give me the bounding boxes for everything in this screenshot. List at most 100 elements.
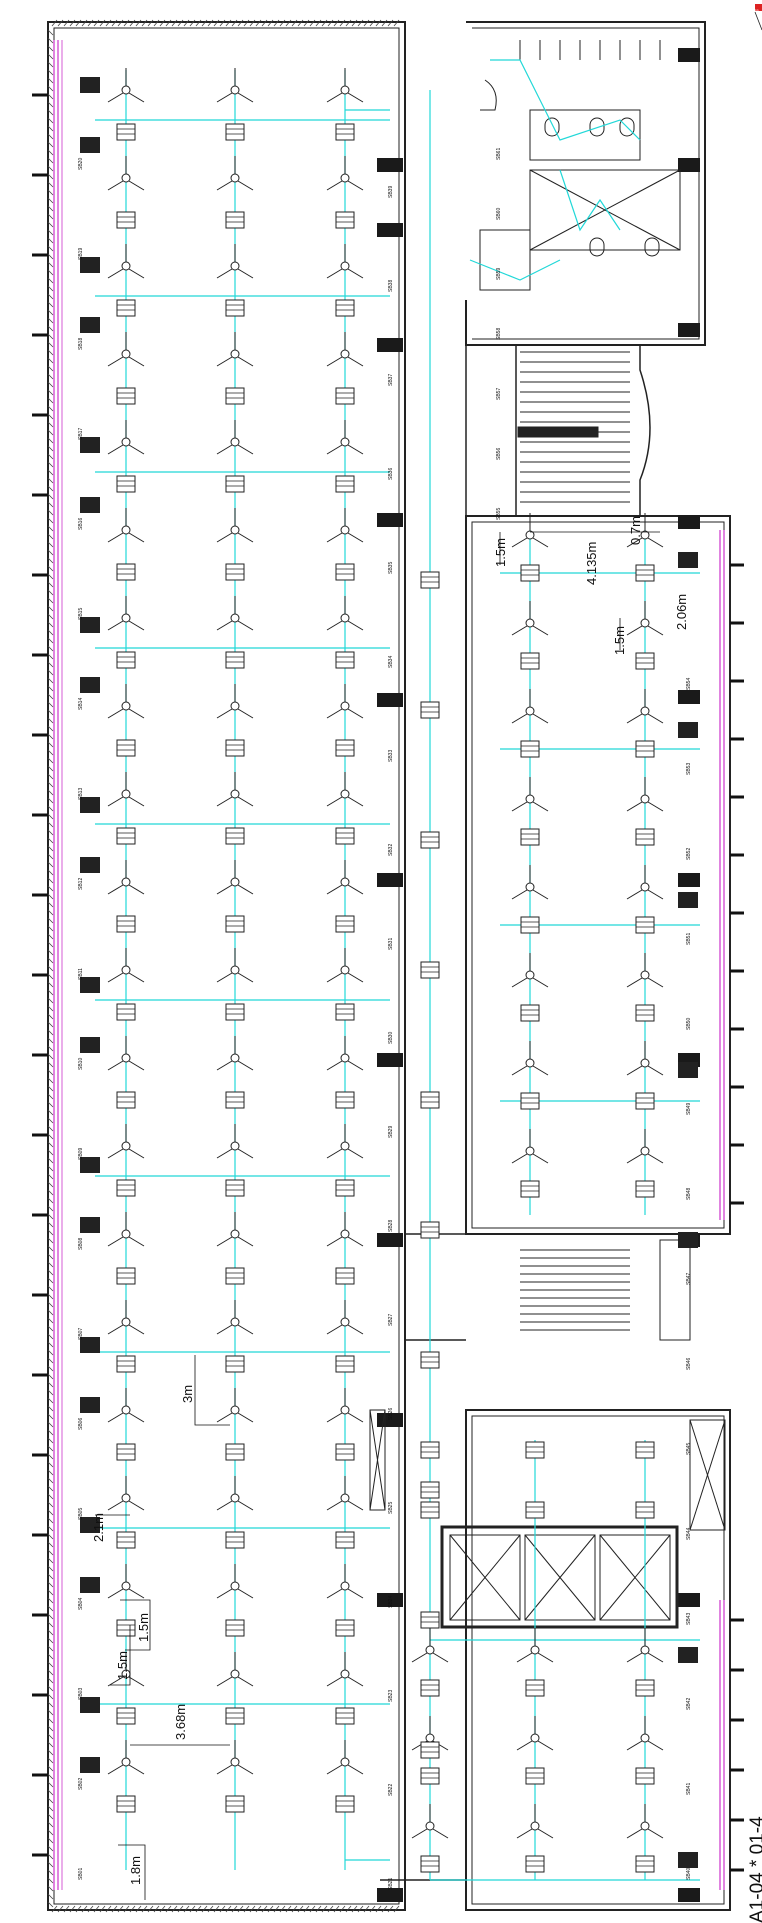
hatch-line (357, 19, 364, 27)
hatch-line (47, 749, 54, 756)
light-fixture-icon (116, 1795, 136, 1813)
fan-icon (326, 1124, 364, 1159)
hatch-line (47, 1717, 54, 1724)
hatch-line (333, 19, 340, 27)
light-fixture-icon (635, 1679, 655, 1697)
panel-labels: SB01SB02SB03SB04SB05SB06SB07SB08SB09SB10… (78, 148, 692, 1890)
light-fixture-icon (335, 915, 355, 933)
panel-label: SB25 (388, 1502, 394, 1514)
hatch-line (47, 1269, 54, 1276)
hatch-line (47, 277, 54, 284)
hatch-line (47, 333, 54, 340)
hatch-line (47, 581, 54, 588)
fan-icon (216, 1564, 254, 1599)
hatch-line (147, 19, 154, 27)
hatch-line (75, 19, 82, 27)
hatch-line (47, 901, 54, 908)
switch-panel-icon (80, 497, 100, 513)
fan-icon (216, 1212, 254, 1247)
panel-label: SB20 (78, 158, 84, 170)
light-fixture-icon (335, 1531, 355, 1549)
hatch-line (47, 1485, 54, 1492)
switch-panel-icon (678, 1647, 698, 1663)
dim-2-06m: 2.06m (674, 594, 689, 630)
hatch-line (47, 69, 54, 76)
hatch-line (47, 1765, 54, 1772)
panel-label: SB52 (686, 848, 692, 860)
dimension-annotations (95, 531, 660, 1900)
hatch-line (123, 19, 130, 27)
light-fixture-icon (420, 1221, 440, 1239)
fan-icon (326, 1564, 364, 1599)
hatch-line (153, 19, 160, 27)
light-fixture-icon (225, 827, 245, 845)
light-fixture-icon (116, 211, 136, 229)
right-curtain (719, 530, 725, 1890)
fan-icon (107, 1740, 145, 1775)
stair-landing (659, 1239, 691, 1341)
hatch-line (213, 1905, 220, 1913)
hatch-line (47, 893, 54, 900)
hatch-line (47, 325, 54, 332)
panel-label: SB10 (78, 1058, 84, 1070)
hatch-line (47, 1029, 54, 1036)
fan-icon (107, 684, 145, 719)
hatch-line (47, 1469, 54, 1476)
panel-label: SB56 (496, 448, 502, 460)
panel-label: SB05 (78, 1508, 84, 1520)
light-fixture-icon (335, 1179, 355, 1197)
hatch-line (171, 19, 178, 27)
light-fixture-icon (335, 211, 355, 229)
hatch-line (47, 1805, 54, 1812)
light-fixture-icon (335, 387, 355, 405)
fan-icon (626, 1041, 664, 1076)
panel-label: SB48 (686, 1188, 692, 1200)
hatch-line (47, 1893, 54, 1900)
hatch-line (47, 973, 54, 980)
panel-label: SB53 (686, 763, 692, 775)
corner-mark-box (755, 4, 762, 11)
switch-panel-icon (80, 1157, 100, 1173)
hatch-line (47, 1845, 54, 1852)
light-fixture-icon (225, 1619, 245, 1637)
hatch-line (47, 1205, 54, 1212)
hatch-line (47, 1357, 54, 1364)
panel-label: SB07 (78, 1328, 84, 1340)
hatch-line (47, 637, 54, 644)
hatch-line (351, 19, 358, 27)
light-fixture-icon (420, 1855, 440, 1873)
light-fixture-icon (420, 1679, 440, 1697)
hatch-line (47, 1109, 54, 1116)
light-fixture-icon (420, 831, 440, 849)
light-fixture-icon (225, 1707, 245, 1725)
hatch-line (47, 45, 54, 52)
switch-panel-icon (80, 1757, 100, 1773)
panel-label: SB60 (496, 208, 502, 220)
panel-label: SB39 (388, 186, 394, 198)
fan-icon (626, 1716, 664, 1751)
hatch-line (75, 1905, 82, 1913)
light-fixtures (116, 123, 655, 1873)
hatch-line (47, 1525, 54, 1532)
fan-icon (511, 953, 549, 988)
fan-icon (216, 1300, 254, 1335)
hatch-line (267, 19, 274, 27)
light-fixture-icon (635, 916, 655, 934)
switch-panel-icon (80, 677, 100, 693)
hatch-line (47, 629, 54, 636)
hatch-line (47, 557, 54, 564)
hatch-line (47, 1517, 54, 1524)
hatch-line (333, 1905, 340, 1913)
hatch-line (159, 19, 166, 27)
dim-0-7m: 0.7m (628, 516, 643, 545)
fan-icon (107, 1476, 145, 1511)
light-fixture-icon (116, 123, 136, 141)
hatch-line (381, 19, 388, 27)
switch-panel-icon (80, 1337, 100, 1353)
hatch-line (249, 1905, 256, 1913)
light-fixture-icon (225, 1267, 245, 1285)
hatch-line (189, 1905, 196, 1913)
hatch-line (47, 1333, 54, 1340)
hatch-line (47, 589, 54, 596)
hatch-line (47, 541, 54, 548)
